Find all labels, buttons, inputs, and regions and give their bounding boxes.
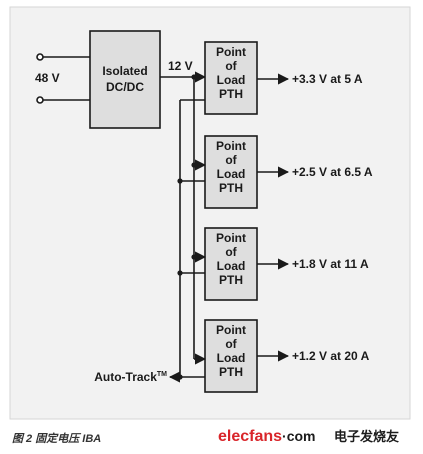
elecfans-watermark: elecfans·com 电子发烧友 — [218, 428, 399, 445]
watermark-brand: elecfans·com — [218, 428, 316, 445]
pol-block-1-line2: of — [225, 59, 237, 73]
input-voltage-label: 48 V — [35, 71, 60, 85]
pol-block-2-bus-junction — [191, 162, 197, 168]
pol-block-4-line2: of — [225, 337, 237, 351]
pol-block-3-box — [204, 227, 258, 301]
pol-block-3-line3: Load — [217, 259, 246, 273]
pol-block-4-line1: Point — [216, 323, 246, 337]
pol-block-2-track-junction — [177, 178, 183, 184]
autotrack-label: Auto-TrackTM — [94, 370, 167, 384]
pol-block-3: Point of Load PTH +1.8 V at 11 A — [177, 227, 369, 301]
pol-block-4-track-junction — [177, 374, 183, 380]
pol-block-1-line3: Load — [217, 73, 246, 87]
bus-voltage-label: 12 V — [168, 59, 193, 73]
converter-label-line1: Isolated — [102, 64, 147, 78]
pol-block-3-line4: PTH — [219, 273, 243, 287]
pol-block-1-box — [204, 41, 258, 115]
watermark-chinese: 电子发烧友 — [334, 429, 399, 445]
converter-label-line2: DC/DC — [106, 80, 144, 94]
pol-block-1-line1: Point — [216, 45, 246, 59]
pol-block-1-line4: PTH — [219, 87, 243, 101]
input-terminal-top — [36, 53, 44, 61]
pol-block-3-track-junction — [177, 270, 183, 276]
pol-block-2-line3: Load — [217, 167, 246, 181]
pol-block-4: Point of Load PTH +1.2 V at 20 A — [177, 319, 370, 393]
pol-block-2-line1: Point — [216, 139, 246, 153]
pol-block-1-output-label: +3.3 V at 5 A — [292, 72, 363, 86]
pol-block-4-line3: Load — [217, 351, 246, 365]
pol-block-3-line1: Point — [216, 231, 246, 245]
pol-block-2: Point of Load PTH +2.5 V at 6.5 A — [177, 135, 373, 209]
pol-block-2-output-label: +2.5 V at 6.5 A — [292, 165, 373, 179]
input-terminal-bottom — [36, 96, 44, 104]
isolated-dcdc-block — [89, 30, 161, 129]
pol-block-3-output-label: +1.8 V at 11 A — [292, 257, 369, 271]
pol-block-3-bus-junction — [191, 254, 197, 260]
pol-block-3-line2: of — [225, 245, 237, 259]
input-terminals — [36, 53, 90, 104]
figure-caption: 图 2 固定电压 IBA — [12, 432, 101, 445]
pol-block-2-line2: of — [225, 153, 237, 167]
pol-block-1: Point of Load PTH +3.3 V at 5 A — [204, 41, 363, 115]
pol-block-4-line4: PTH — [219, 365, 243, 379]
pol-block-2-line4: PTH — [219, 181, 243, 195]
bus-junction-top — [191, 74, 197, 80]
pol-block-4-output-label: +1.2 V at 20 A — [292, 349, 370, 363]
